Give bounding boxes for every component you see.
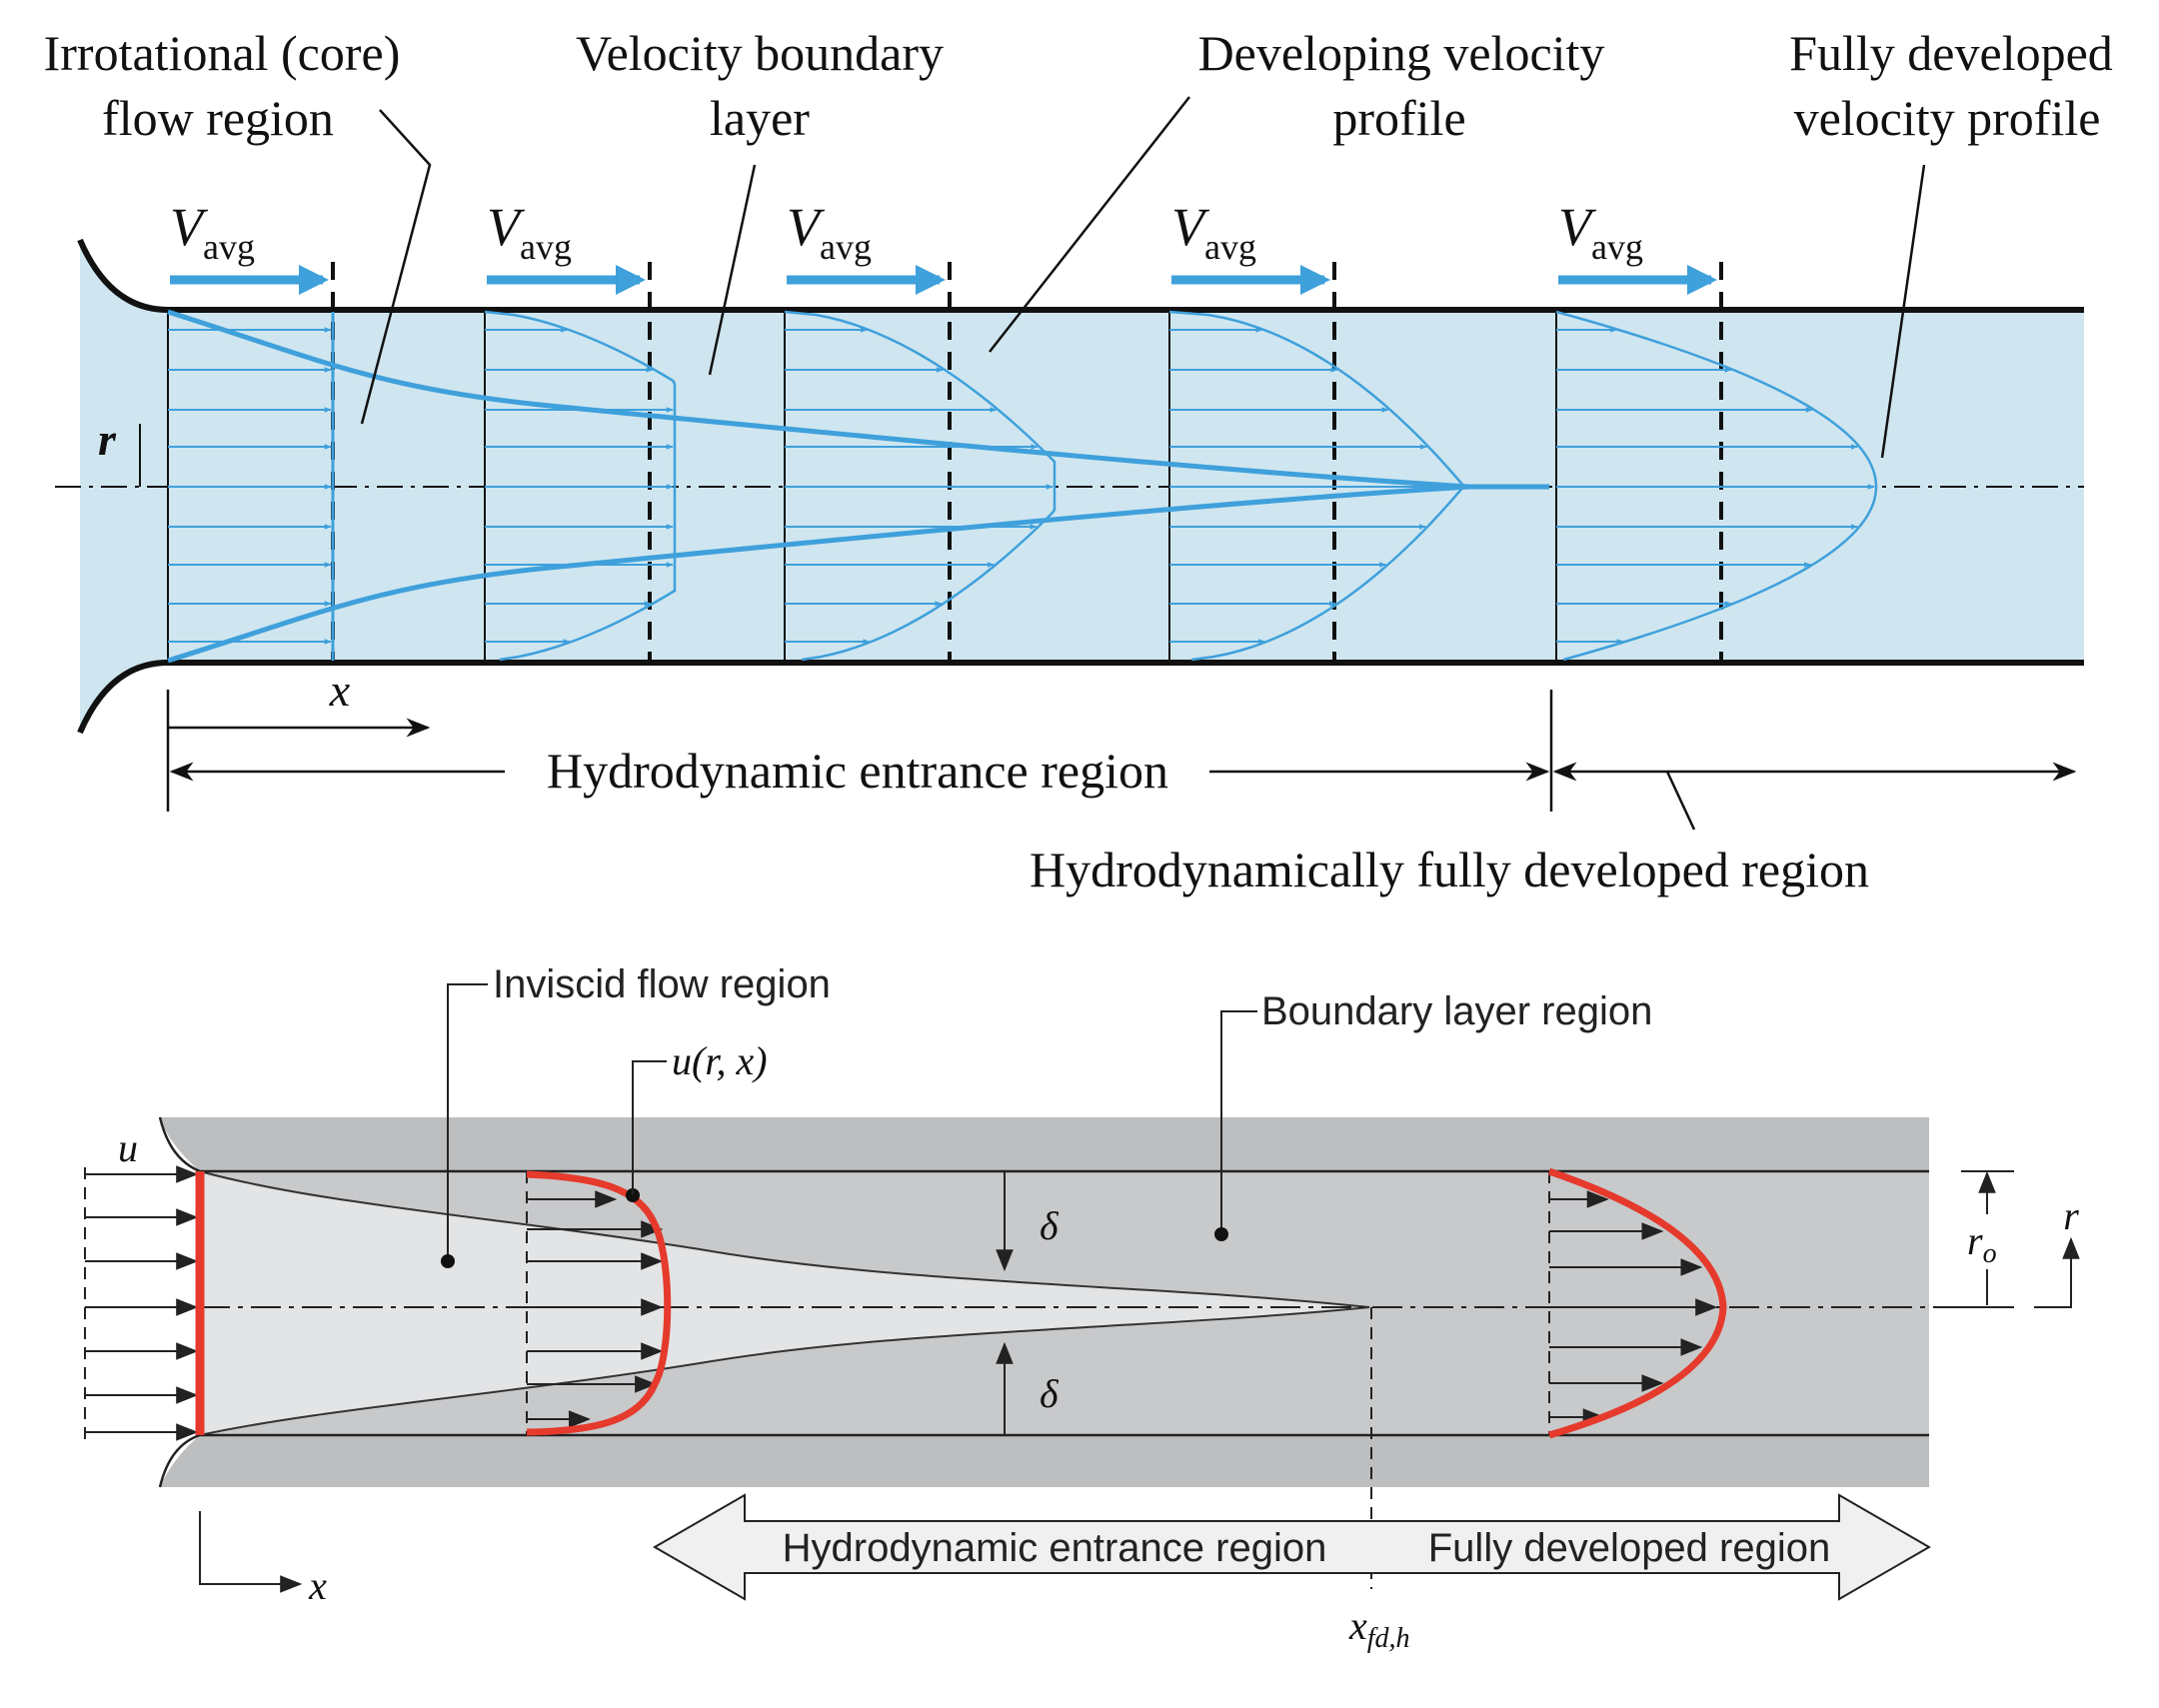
- profile-curve: [1555, 310, 1878, 662]
- top-wall-upper: [77, 238, 2084, 313]
- vavg-label: Vavg: [170, 197, 255, 267]
- bottom-boundary-edge-upper: [199, 1170, 1370, 1308]
- bottom-boundary-edge-lower: [199, 1306, 1370, 1436]
- bottom-inviscid-core: [200, 1171, 1369, 1435]
- bottom-boundary-layer-label: Boundary layer region: [1261, 989, 1652, 1033]
- top-fully-leader: [1665, 771, 1696, 831]
- bottom-ro-label: ro: [1967, 1218, 1997, 1269]
- vavg-label: Vavg: [487, 197, 572, 267]
- bottom-fully-developed-arrows: [1549, 1190, 1718, 1426]
- profile-curve: [784, 310, 1057, 662]
- label-developing-line2: profile: [1332, 90, 1465, 146]
- bottom-wall-upper: [158, 1116, 1929, 1173]
- vavg-label: Vavg: [1171, 197, 1256, 267]
- bottom-developing-profile: [526, 1170, 672, 1436]
- label-boundary-line2: layer: [710, 90, 810, 146]
- profile-curve: [484, 310, 677, 662]
- bottom-u-rx-label: u(r, x): [672, 1038, 768, 1083]
- bottom-inviscid-dot: [441, 1254, 455, 1268]
- top-boundary-layer-edge-lower: [167, 484, 1470, 664]
- top-diagram: r Vavg Vavg Vavg Vavg Vavg Irrotational (cor…: [44, 25, 2113, 897]
- top-leader-boundary: [708, 164, 757, 376]
- bottom-x-label: x: [308, 1563, 327, 1608]
- bottom-r-axis: [2034, 1236, 2080, 1308]
- bottom-delta-lower-label: δ: [1040, 1371, 1060, 1416]
- top-x-label: x: [329, 665, 351, 716]
- top-r-label: r: [98, 414, 117, 465]
- bottom-inlet-arrows: [85, 1165, 199, 1441]
- top-entrance-region-label: Hydrodynamic entrance region: [547, 743, 1168, 799]
- bottom-x-axis: [199, 1511, 303, 1593]
- vavg-label: Vavg: [1558, 197, 1643, 267]
- bottom-inviscid-label: Inviscid flow region: [493, 962, 831, 1006]
- top-wall-lower: [77, 660, 2084, 735]
- bottom-fully-developed-profile: [1547, 1167, 1727, 1439]
- bottom-diagram: u δ δ Inviscid flow region u(r, x) Bound…: [84, 962, 2080, 1654]
- top-leader-irrotational: [360, 109, 432, 425]
- top-velocity-profiles: Vavg Vavg Vavg Vavg Vavg: [167, 197, 1878, 663]
- bottom-delta-upper-label: δ: [1040, 1203, 1060, 1248]
- bottom-inlet-u-label: u: [118, 1125, 138, 1170]
- bottom-xfd-label: xfd,h: [1348, 1603, 1410, 1654]
- bottom-developing-arrows: [527, 1190, 664, 1428]
- top-leader-fully: [1880, 164, 1926, 459]
- label-irrotational-line1: Irrotational (core): [44, 25, 401, 81]
- vavg-label: Vavg: [787, 197, 872, 267]
- bottom-wall-band: [160, 1117, 1929, 1171]
- top-fully-developed-region-label: Hydrodynamically fully developed region: [1030, 842, 1869, 897]
- bottom-leader-inviscid: [447, 983, 488, 1261]
- label-developing-line1: Developing velocity: [1198, 25, 1605, 81]
- bottom-wall-band-lower: [160, 1435, 1929, 1487]
- top-leader-developing: [989, 96, 1190, 353]
- bottom-fully-developed-region-label: Fully developed region: [1428, 1526, 1830, 1570]
- label-fully-line2: velocity profile: [1794, 90, 2101, 146]
- bottom-region-double-arrow: [653, 1493, 1931, 1601]
- bottom-r-label: r: [2063, 1193, 2079, 1238]
- label-irrotational-line2: flow region: [102, 90, 334, 146]
- bottom-entrance-region-label: Hydrodynamic entrance region: [783, 1526, 1327, 1570]
- bottom-wall-lower: [158, 1433, 1929, 1488]
- bottom-leader-u-rx: [632, 1060, 667, 1195]
- bottom-boundary-dot: [1214, 1227, 1228, 1241]
- top-boundary-layer-edge-upper: [167, 309, 1549, 490]
- label-boundary-line1: Velocity boundary: [576, 25, 944, 81]
- label-fully-line1: Fully developed: [1789, 25, 2113, 81]
- bottom-leader-boundary-layer: [1220, 1010, 1257, 1234]
